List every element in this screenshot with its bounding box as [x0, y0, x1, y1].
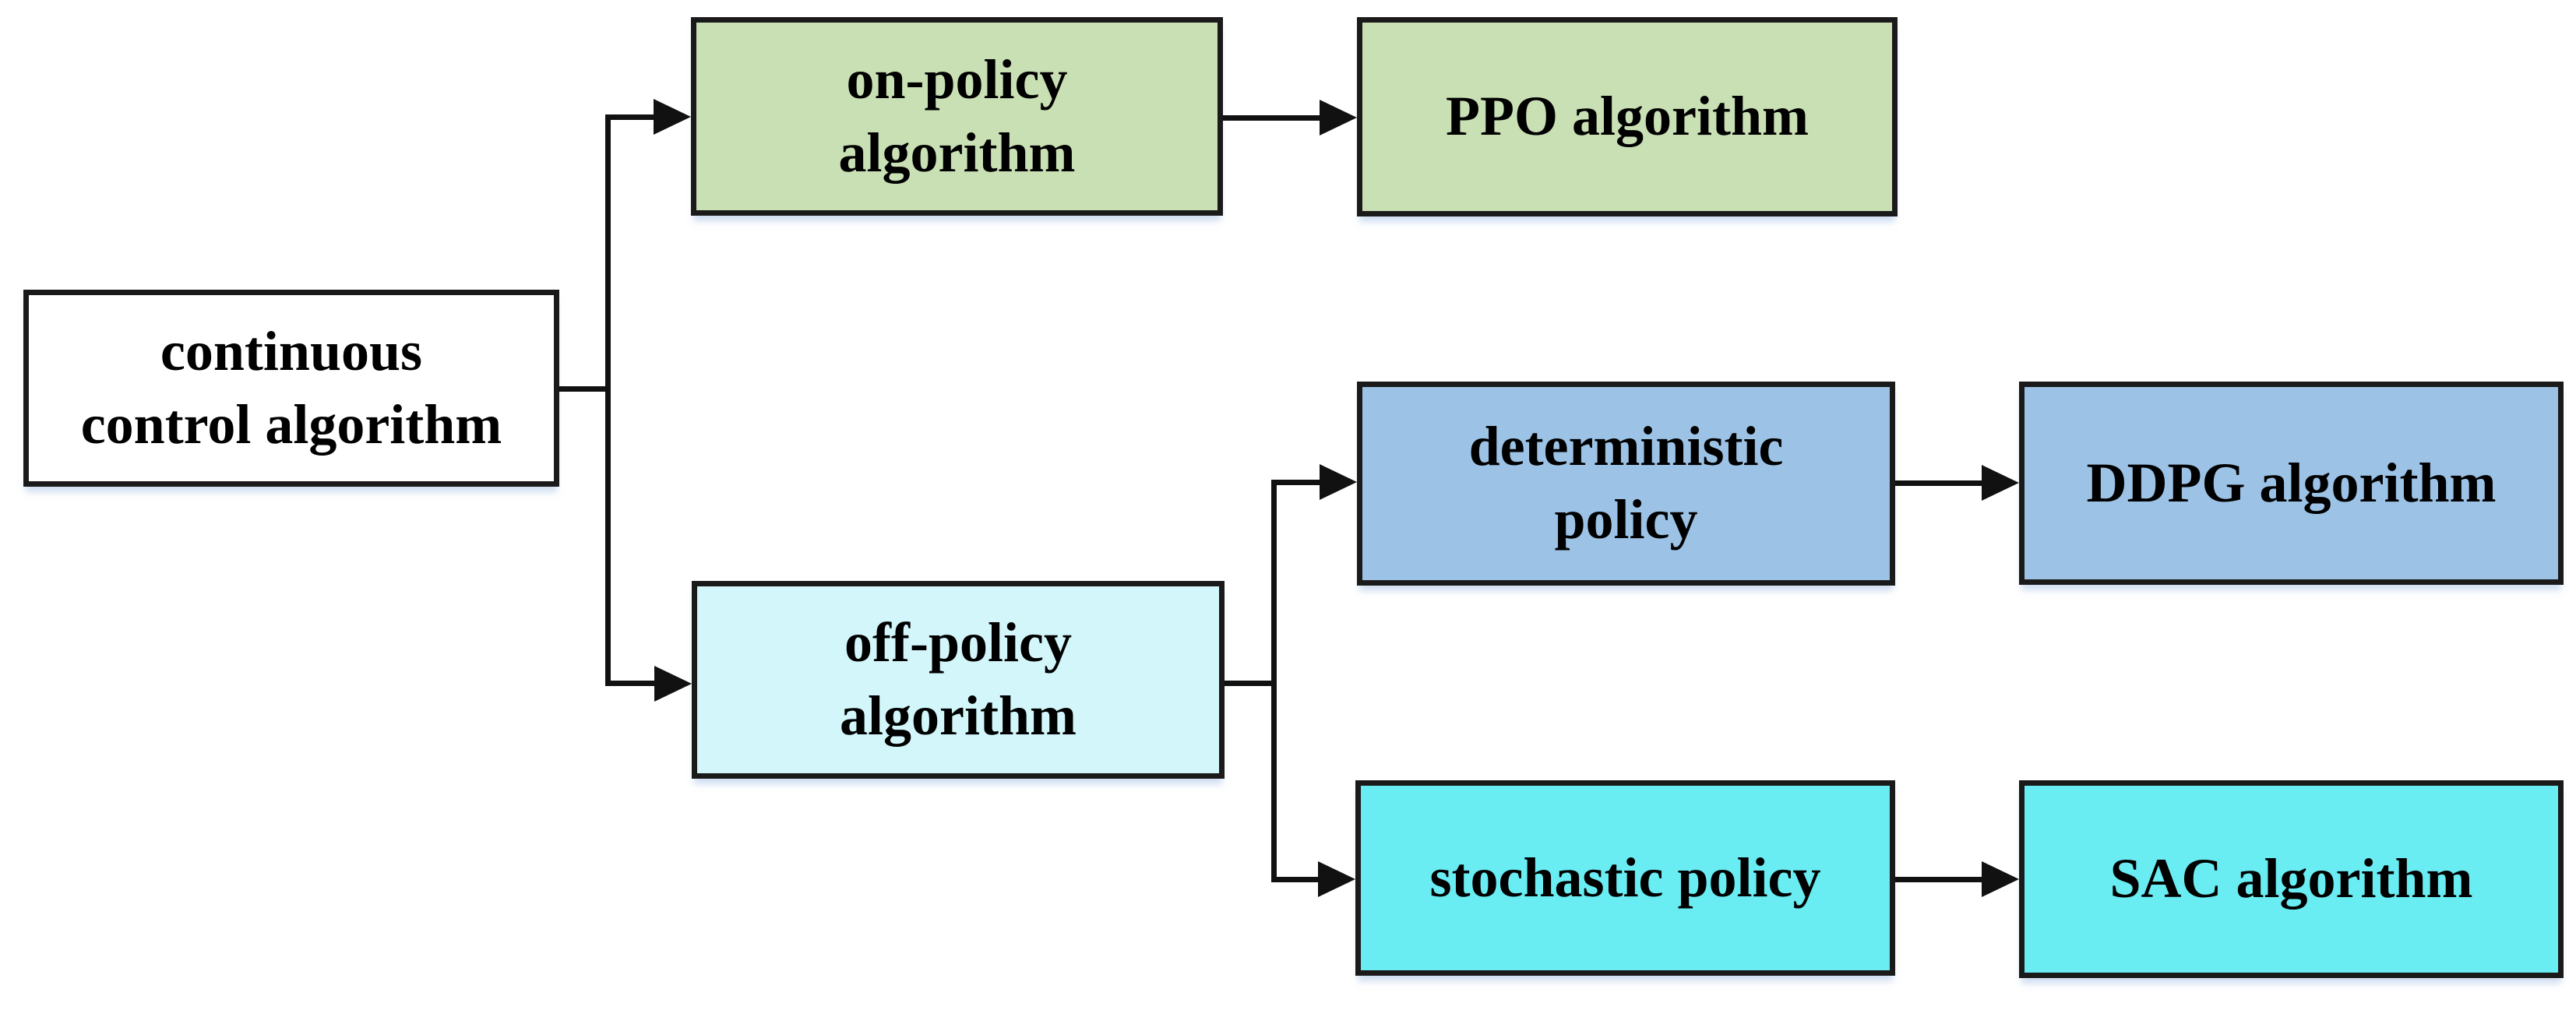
edge-root-branch-vertical-line: [605, 114, 611, 686]
edge-root-to-off-policy-line: [605, 681, 657, 686]
node-off-policy-algorithm: off-policy algorithm: [692, 581, 1225, 779]
node-ddpg-algorithm-label: DDPG algorithm: [2086, 451, 2497, 514]
edge-off-policy-to-stochastic-arrowhead-icon: [1318, 861, 1355, 897]
node-deterministic-policy-label: deterministic policy: [1468, 415, 1784, 551]
node-ddpg-algorithm: DDPG algorithm: [2019, 382, 2564, 585]
node-continuous-control-algorithm: continuous control algorithm: [23, 290, 559, 487]
edge-deterministic-to-ddpg-arrowhead-icon: [1982, 465, 2019, 501]
edge-on-policy-to-ppo-arrowhead-icon: [1320, 100, 1357, 135]
node-ppo-algorithm: PPO algorithm: [1357, 17, 1898, 216]
edge-on-policy-to-ppo-line: [1223, 115, 1323, 121]
edge-root-to-on-policy-line: [605, 114, 657, 120]
edge-off-policy-to-stochastic-line: [1271, 877, 1320, 882]
node-ppo-algorithm-label: PPO algorithm: [1446, 85, 1809, 148]
node-continuous-control-algorithm-label: continuous control algorithm: [80, 319, 502, 456]
edge-off-policy-to-deterministic-line: [1271, 480, 1321, 485]
node-sac-algorithm-label: SAC algorithm: [2109, 847, 2473, 910]
edge-root-to-on-policy-arrowhead-icon: [654, 99, 691, 135]
node-deterministic-policy: deterministic policy: [1357, 382, 1895, 586]
node-stochastic-policy: stochastic policy: [1355, 780, 1895, 976]
edge-off-policy-branch-stub-line: [1225, 681, 1276, 686]
edge-off-policy-to-deterministic-arrowhead-icon: [1320, 464, 1357, 500]
node-sac-algorithm: SAC algorithm: [2019, 780, 2564, 978]
node-stochastic-policy-label: stochastic policy: [1429, 846, 1821, 909]
edge-off-policy-branch-vertical-line: [1271, 480, 1277, 882]
edge-deterministic-to-ddpg-line: [1895, 480, 1983, 486]
edge-stochastic-to-sac-arrowhead-icon: [1982, 861, 2019, 897]
edge-root-branch-stub-line: [559, 386, 610, 392]
node-on-policy-algorithm: on-policy algorithm: [691, 17, 1223, 216]
node-off-policy-algorithm-label: off-policy algorithm: [840, 611, 1077, 747]
node-on-policy-algorithm-label: on-policy algorithm: [838, 48, 1076, 184]
edge-root-to-off-policy-arrowhead-icon: [654, 666, 692, 702]
edge-stochastic-to-sac-line: [1895, 877, 1983, 882]
